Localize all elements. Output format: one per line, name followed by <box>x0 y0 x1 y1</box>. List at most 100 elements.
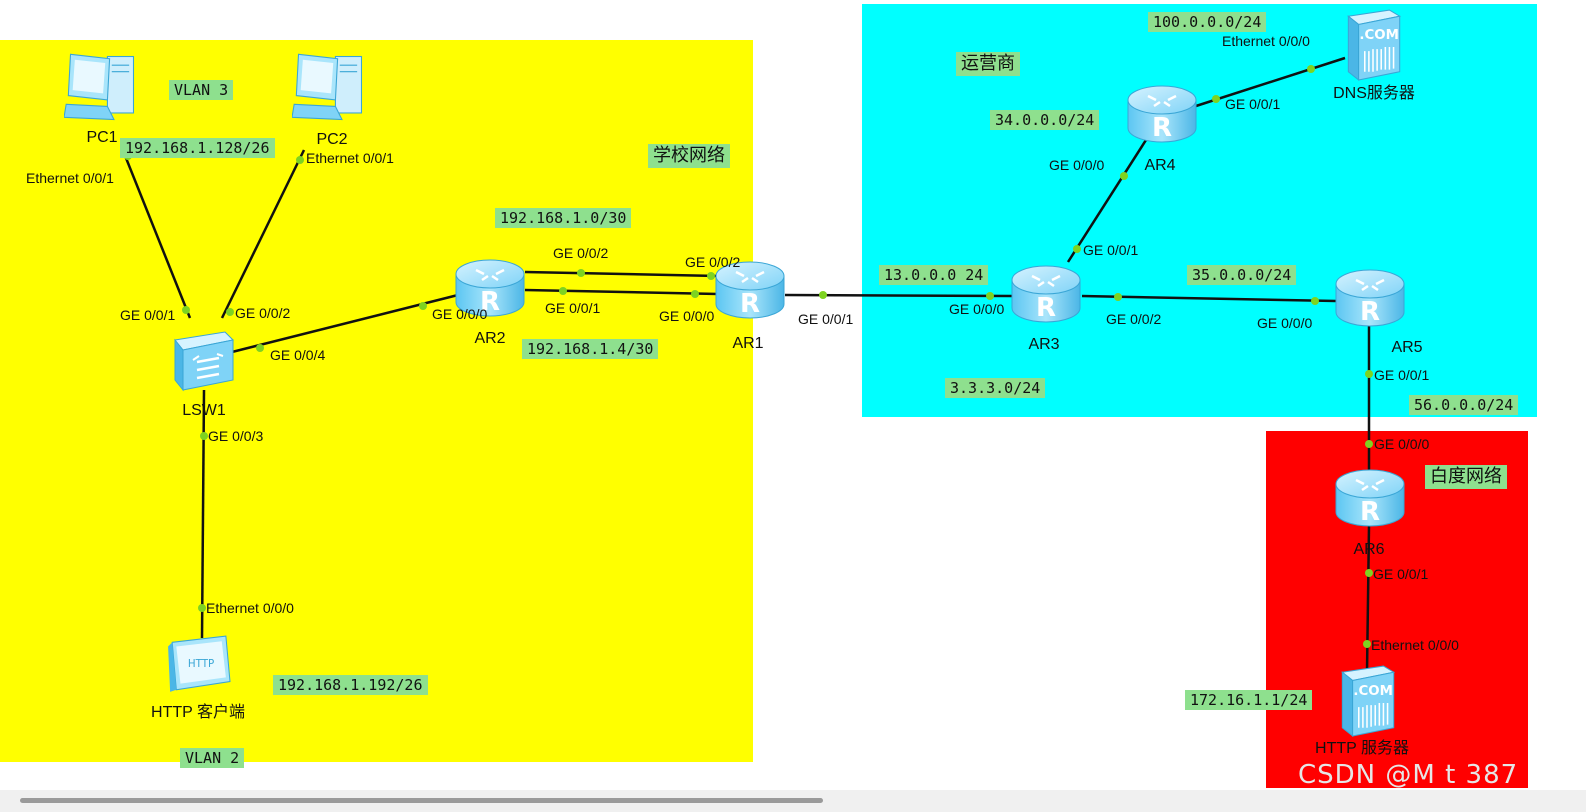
pc1-icon[interactable] <box>64 53 135 121</box>
port-dot <box>1365 370 1373 378</box>
label-vlan3-subnet: 192.168.1.128/26 <box>120 138 275 158</box>
label-net-ar5-ar6: 56.0.0.0/24 <box>1409 395 1519 415</box>
port-label-ar1-g1: GE 0/0/1 <box>798 311 854 327</box>
port-label-ar5-g1: GE 0/0/1 <box>1374 367 1430 383</box>
link-ar3-ar4 <box>1066 139 1148 263</box>
http-client-icon[interactable] <box>167 635 231 693</box>
device-label-pc2: PC2 <box>316 131 348 148</box>
school-network-zone <box>0 40 753 762</box>
pc2-icon[interactable] <box>292 53 363 121</box>
port-label-ar4-g0: GE 0/0/0 <box>1049 157 1105 173</box>
port-dot <box>707 272 715 280</box>
link-ar2-ar1-a <box>524 270 719 278</box>
port-label-lsw1-g3: GE 0/0/3 <box>208 428 264 444</box>
port-dot <box>1114 293 1122 301</box>
port-dot <box>296 156 304 164</box>
port-dots <box>124 65 1373 648</box>
device-label-ar6: AR6 <box>1353 541 1385 558</box>
port-label-client: Ethernet 0/0/0 <box>206 600 294 616</box>
port-label-dns: Ethernet 0/0/0 <box>1222 33 1310 49</box>
port-label-ar3-g1: GE 0/0/1 <box>1083 242 1139 258</box>
port-dot <box>1365 569 1373 577</box>
zone-label-school: 学校网络 <box>648 144 730 168</box>
device-label-ar3: AR3 <box>1028 336 1060 353</box>
port-label-ar3-g0: GE 0/0/0 <box>949 301 1005 317</box>
device-label-ar4: AR4 <box>1144 157 1176 174</box>
label-net-ar3-loopback: 3.3.3.0/24 <box>945 378 1046 398</box>
router-icon-ar6[interactable] <box>1334 468 1406 528</box>
port-label-ar6-g1: GE 0/0/1 <box>1373 566 1429 582</box>
scrollbar-thumb[interactable] <box>20 798 823 803</box>
label-net-ar6-http: 172.16.1.1/24 <box>1185 690 1313 710</box>
port-dot <box>200 432 208 440</box>
router-icon-ar4[interactable] <box>1126 84 1198 144</box>
port-label-ar5-g0: GE 0/0/0 <box>1257 315 1313 331</box>
port-dot <box>1311 297 1319 305</box>
port-label-ar6-g0: GE 0/0/0 <box>1374 436 1430 452</box>
port-label-ar2-g1: GE 0/0/1 <box>545 300 601 316</box>
server-icon-dns[interactable] <box>1347 9 1401 81</box>
zone-label-baidu: 白度网络 <box>1425 465 1507 489</box>
port-dot <box>577 269 585 277</box>
label-net-ar1-ar3: 13.0.0.0 24 <box>879 265 989 285</box>
link-pc2-lsw1 <box>220 149 306 319</box>
label-vlan2: VLAN 2 <box>180 748 245 768</box>
label-net-ar3-ar4: 34.0.0.0/24 <box>990 110 1100 130</box>
label-vlan2-subnet: 192.168.1.192/26 <box>273 675 428 695</box>
port-label-ar2-g2: GE 0/0/2 <box>553 245 609 261</box>
label-net-ar4-dns: 100.0.0.0/24 <box>1148 12 1267 32</box>
port-label-lsw1-g1: GE 0/0/1 <box>120 307 176 323</box>
watermark: CSDN @M t 387 <box>1298 760 1519 790</box>
port-dot <box>226 308 234 316</box>
port-label-ar2-g0: GE 0/0/0 <box>432 306 488 322</box>
link-pc1-lsw1 <box>120 147 192 319</box>
router-icon-ar5[interactable] <box>1334 268 1406 328</box>
port-dot <box>986 292 994 300</box>
port-dot <box>1073 245 1081 253</box>
port-label-ar3-g2: GE 0/0/2 <box>1106 311 1162 327</box>
device-label-pc1: PC1 <box>86 129 118 146</box>
server-icon-http[interactable] <box>1341 665 1395 737</box>
port-label-lsw1-g4: GE 0/0/4 <box>270 347 326 363</box>
port-dot <box>1307 65 1315 73</box>
port-dot <box>419 302 427 310</box>
zone-label-isp: 运营商 <box>956 52 1020 76</box>
port-dot <box>256 344 264 352</box>
links <box>120 56 1371 673</box>
device-label-dns-server: DNS服务器 <box>1333 85 1415 102</box>
router-icon-ar3[interactable] <box>1010 264 1082 324</box>
port-dot <box>559 287 567 295</box>
link-ar4-dns <box>1195 56 1346 108</box>
port-label-lsw1-g2: GE 0/0/2 <box>235 305 291 321</box>
link-ar3-ar5 <box>1081 294 1337 303</box>
port-dot <box>819 291 827 299</box>
port-dot <box>1363 640 1371 648</box>
port-dot <box>691 290 699 298</box>
label-net-ar2-ar1-b: 192.168.1.4/30 <box>522 339 659 359</box>
port-dot <box>1120 172 1128 180</box>
port-label-ar1-g2: GE 0/0/2 <box>685 254 741 270</box>
label-net-ar2-ar1-a: 192.168.1.0/30 <box>495 208 632 228</box>
device-label-ar2: AR2 <box>474 330 506 347</box>
port-dot <box>1365 440 1373 448</box>
port-dot <box>198 604 206 612</box>
device-label-ar5: AR5 <box>1391 339 1423 356</box>
device-label-lsw1: LSW1 <box>182 402 226 419</box>
label-vlan3: VLAN 3 <box>169 80 234 100</box>
port-label-pc2: Ethernet 0/0/1 <box>306 150 394 166</box>
device-label-http-client: HTTP 客户端 <box>151 704 245 721</box>
device-label-ar1: AR1 <box>732 335 764 352</box>
device-label-http-server: HTTP 服务器 <box>1315 740 1409 757</box>
label-net-ar3-ar5: 35.0.0.0/24 <box>1187 265 1297 285</box>
port-dot <box>182 306 190 314</box>
port-dot <box>1212 95 1220 103</box>
port-label-ar4-g1: GE 0/0/1 <box>1225 96 1281 112</box>
link-ar2-ar1-b <box>524 288 719 296</box>
link-lsw1-client <box>200 389 206 639</box>
port-label-ar1-g0: GE 0/0/0 <box>659 308 715 324</box>
port-label-pc1: Ethernet 0/0/1 <box>26 170 114 186</box>
port-label-http: Ethernet 0/0/0 <box>1371 637 1459 653</box>
switch-icon[interactable] <box>173 330 235 392</box>
router-icon-ar1[interactable] <box>714 260 786 320</box>
